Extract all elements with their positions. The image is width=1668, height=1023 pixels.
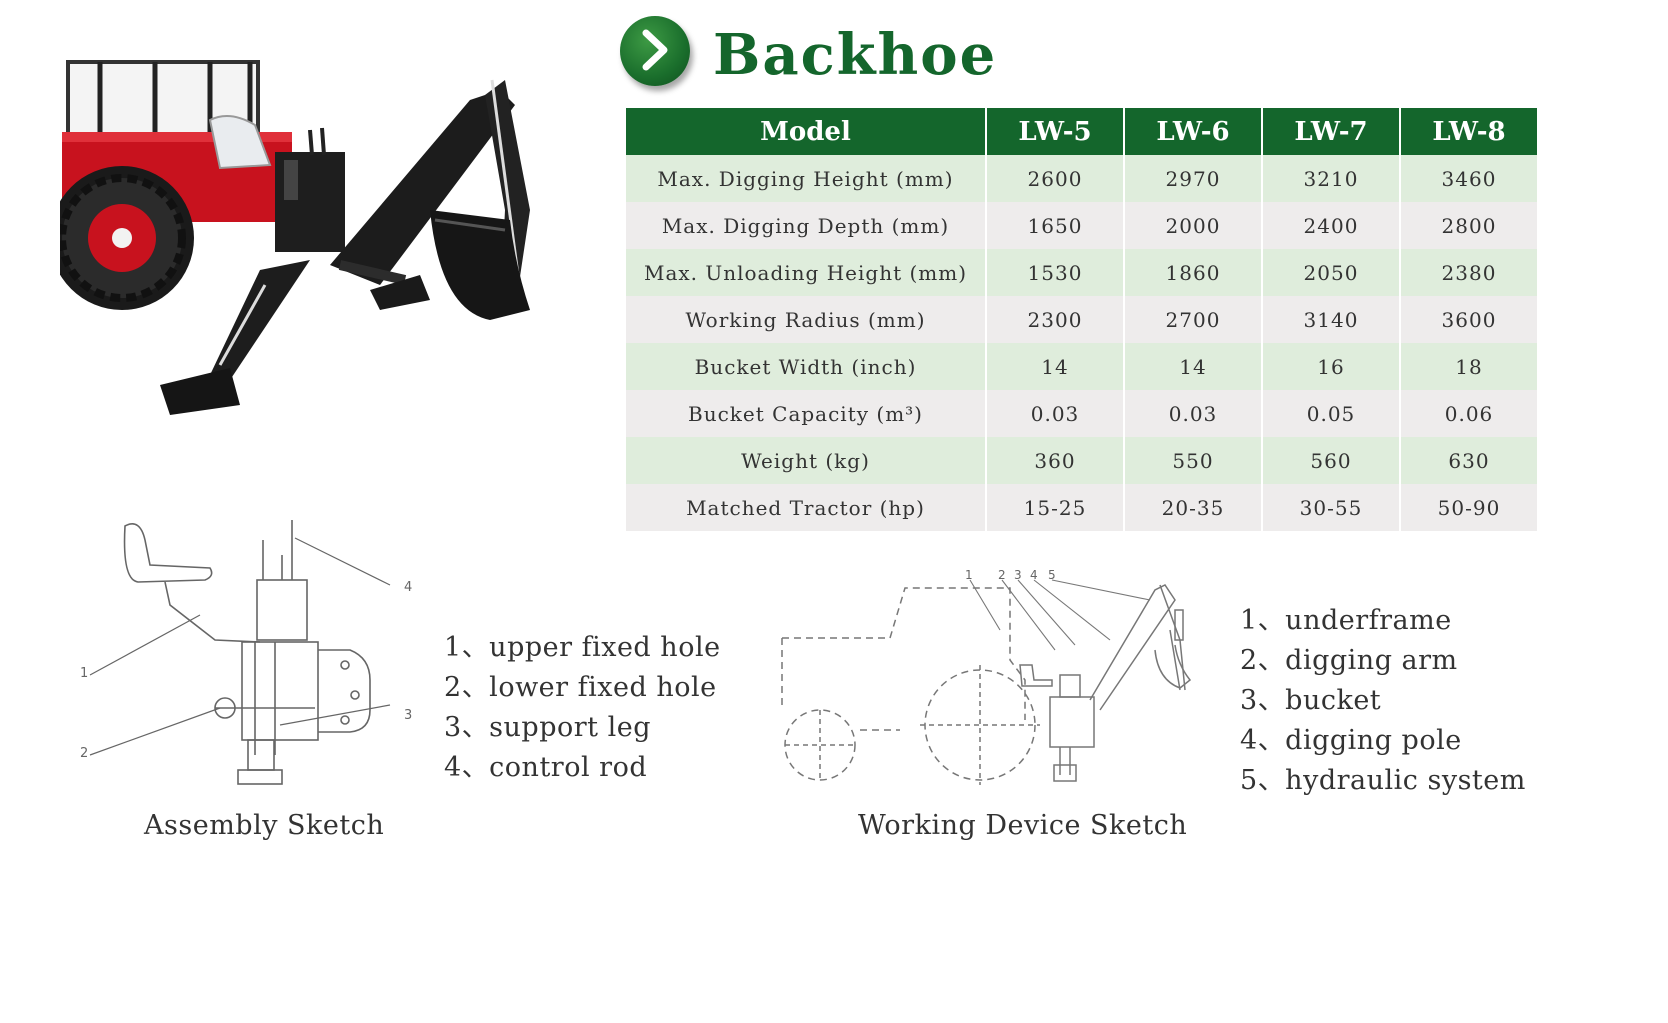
- assembly-callout-3: 3: [404, 708, 413, 723]
- page-title: Backhoe: [713, 22, 998, 88]
- assembly-sketch-drawing: [89, 520, 391, 785]
- table-row: Max. Digging Depth (mm) 1650 2000 2400 2…: [626, 202, 1537, 249]
- table-cell: 18: [1401, 343, 1537, 390]
- table-cell: 560: [1263, 437, 1401, 484]
- column-header-lw8: LW-8: [1401, 108, 1537, 155]
- row-label: Bucket Capacity (m³): [626, 390, 987, 437]
- table-cell: 3460: [1401, 155, 1537, 202]
- assembly-sketch-caption: Assembly Sketch: [144, 810, 385, 841]
- legend-item: 4、digging pole: [1240, 725, 1462, 756]
- working-callout-1: 1: [965, 568, 973, 582]
- row-label: Bucket Width (inch): [626, 343, 987, 390]
- table-row: Bucket Capacity (m³) 0.03 0.03 0.05 0.06: [626, 390, 1537, 437]
- table-cell: 2700: [1125, 296, 1263, 343]
- legend-item: 1、underframe: [1240, 605, 1452, 636]
- table-cell: 2970: [1125, 155, 1263, 202]
- table-row: Max. Unloading Height (mm) 1530 1860 205…: [626, 249, 1537, 296]
- legend-item: 2、lower fixed hole: [444, 672, 717, 703]
- column-header-lw7: LW-7: [1263, 108, 1401, 155]
- table-cell: 1650: [987, 202, 1125, 249]
- row-label: Max. Digging Depth (mm): [626, 202, 987, 249]
- spec-table: Model LW-5 LW-6 LW-7 LW-8 Max. Digging H…: [626, 108, 1537, 531]
- table-cell: 0.05: [1263, 390, 1401, 437]
- legend-item: 1、upper fixed hole: [444, 632, 721, 663]
- assembly-callout-1: 1: [80, 666, 89, 681]
- spec-table-header-row: Model LW-5 LW-6 LW-7 LW-8: [626, 108, 1537, 155]
- working-device-legend: 1、underframe 2、digging arm 3、bucket 4、di…: [1240, 601, 1526, 801]
- table-cell: 20-35: [1125, 484, 1263, 531]
- table-cell: 2050: [1263, 249, 1401, 296]
- table-cell: 3210: [1263, 155, 1401, 202]
- assembly-legend: 1、upper fixed hole 2、lower fixed hole 3、…: [444, 628, 721, 788]
- column-header-model: Model: [626, 108, 987, 155]
- table-cell: 2300: [987, 296, 1125, 343]
- table-cell: 0.06: [1401, 390, 1537, 437]
- table-cell: 2800: [1401, 202, 1537, 249]
- table-cell: 0.03: [987, 390, 1125, 437]
- chevron-right-icon: [620, 16, 690, 86]
- row-label: Max. Unloading Height (mm): [626, 249, 987, 296]
- table-cell: 1530: [987, 249, 1125, 296]
- table-cell: 3140: [1263, 296, 1401, 343]
- assembly-callout-4: 4: [404, 580, 413, 595]
- legend-item: 4、control rod: [444, 752, 648, 783]
- table-cell: 550: [1125, 437, 1263, 484]
- table-cell: 30-55: [1263, 484, 1401, 531]
- table-cell: 16: [1263, 343, 1401, 390]
- working-callout-2: 2: [998, 568, 1006, 582]
- table-cell: 50-90: [1401, 484, 1537, 531]
- table-row: Matched Tractor (hp) 15-25 20-35 30-55 5…: [626, 484, 1537, 531]
- row-label: Matched Tractor (hp): [626, 484, 987, 531]
- working-callout-4: 4: [1030, 568, 1038, 582]
- working-callout-5: 5: [1048, 568, 1056, 582]
- assembly-callout-2: 2: [80, 746, 89, 761]
- table-cell: 3600: [1401, 296, 1537, 343]
- column-header-lw5: LW-5: [987, 108, 1125, 155]
- table-cell: 0.03: [1125, 390, 1263, 437]
- legend-item: 3、support leg: [444, 712, 651, 743]
- table-row: Bucket Width (inch) 14 14 16 18: [626, 343, 1537, 390]
- column-header-lw6: LW-6: [1125, 108, 1263, 155]
- table-cell: 15-25: [987, 484, 1125, 531]
- table-cell: 630: [1401, 437, 1537, 484]
- legend-item: 2、digging arm: [1240, 645, 1458, 676]
- working-callout-3: 3: [1014, 568, 1022, 582]
- table-cell: 2600: [987, 155, 1125, 202]
- legend-item: 5、hydraulic system: [1240, 765, 1526, 796]
- table-row: Working Radius (mm) 2300 2700 3140 3600: [626, 296, 1537, 343]
- backhoe-product-photo: [60, 60, 530, 415]
- row-label: Working Radius (mm): [626, 296, 987, 343]
- table-cell: 360: [987, 437, 1125, 484]
- table-cell: 14: [1125, 343, 1263, 390]
- table-row: Weight (kg) 360 550 560 630: [626, 437, 1537, 484]
- legend-item: 3、bucket: [1240, 685, 1382, 716]
- table-cell: 2400: [1263, 202, 1401, 249]
- table-cell: 2000: [1125, 202, 1263, 249]
- table-cell: 14: [987, 343, 1125, 390]
- row-label: Max. Digging Height (mm): [626, 155, 987, 202]
- table-cell: 1860: [1125, 249, 1263, 296]
- table-row: Max. Digging Height (mm) 2600 2970 3210 …: [626, 155, 1537, 202]
- table-cell: 2380: [1401, 249, 1537, 296]
- working-device-sketch-caption: Working Device Sketch: [858, 810, 1188, 841]
- row-label: Weight (kg): [626, 437, 987, 484]
- working-device-sketch-drawing: [781, 579, 1192, 785]
